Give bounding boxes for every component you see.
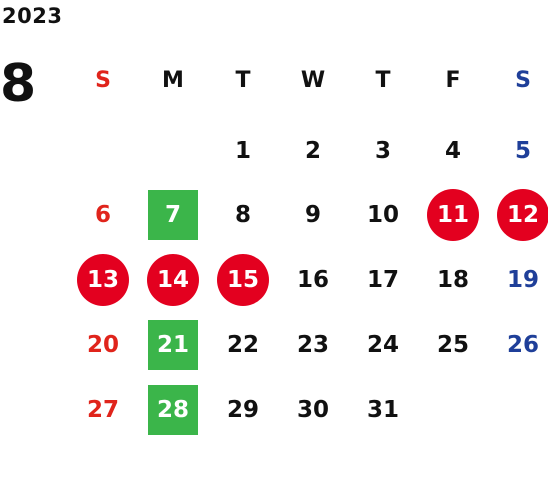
- day-cell-14[interactable]: 14: [147, 254, 199, 306]
- day-cell-12[interactable]: 12: [497, 189, 548, 241]
- day-cell-30[interactable]: 30: [296, 397, 329, 423]
- day-cell-6[interactable]: 6: [94, 202, 111, 228]
- day-cell-27[interactable]: 27: [86, 397, 119, 423]
- day-cell-24[interactable]: 24: [366, 332, 399, 358]
- day-cell-1[interactable]: 1: [234, 138, 251, 164]
- day-cell-18[interactable]: 18: [436, 267, 469, 293]
- weekday-monday: M: [162, 68, 184, 93]
- weekday-friday: F: [445, 68, 461, 93]
- weekday-tuesday: T: [235, 68, 251, 93]
- day-cell-19[interactable]: 19: [506, 267, 539, 293]
- day-cell-5[interactable]: 5: [514, 138, 531, 164]
- day-cell-28[interactable]: 28: [148, 385, 198, 435]
- day-cell-20[interactable]: 20: [86, 332, 119, 358]
- day-cell-17[interactable]: 17: [366, 267, 399, 293]
- day-cell-10[interactable]: 10: [366, 202, 399, 228]
- day-cell-25[interactable]: 25: [436, 332, 469, 358]
- weekday-sunday: S: [95, 68, 111, 93]
- day-cell-11[interactable]: 11: [427, 189, 479, 241]
- weekday-wednesday: W: [300, 68, 326, 93]
- day-cell-8[interactable]: 8: [234, 202, 251, 228]
- day-cell-23[interactable]: 23: [296, 332, 329, 358]
- day-cell-7[interactable]: 7: [148, 190, 198, 240]
- day-cell-22[interactable]: 22: [226, 332, 259, 358]
- day-cell-3[interactable]: 3: [374, 138, 391, 164]
- month-number: 8: [0, 54, 37, 114]
- day-cell-13[interactable]: 13: [77, 254, 129, 306]
- day-cell-4[interactable]: 4: [444, 138, 461, 164]
- day-cell-16[interactable]: 16: [296, 267, 329, 293]
- weekday-saturday: S: [515, 68, 531, 93]
- day-cell-15[interactable]: 15: [217, 254, 269, 306]
- day-cell-31[interactable]: 31: [366, 397, 399, 423]
- year-label: 2023: [2, 4, 63, 28]
- day-cell-29[interactable]: 29: [226, 397, 259, 423]
- day-cell-9[interactable]: 9: [304, 202, 321, 228]
- day-cell-26[interactable]: 26: [506, 332, 539, 358]
- weekday-thursday: T: [375, 68, 391, 93]
- day-cell-2[interactable]: 2: [304, 138, 321, 164]
- day-cell-21[interactable]: 21: [148, 320, 198, 370]
